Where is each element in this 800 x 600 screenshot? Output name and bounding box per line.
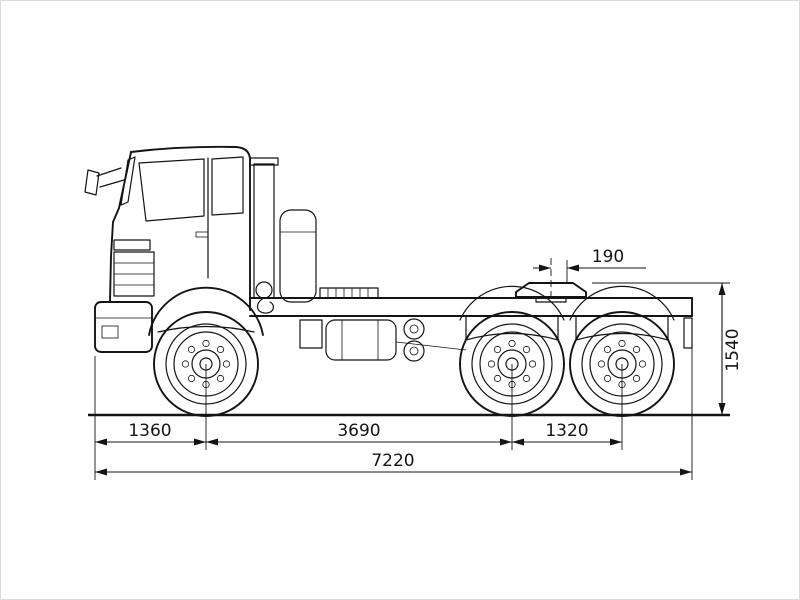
- headlight: [113, 239, 151, 251]
- arrowhead-left: [512, 438, 524, 446]
- arrowhead-left: [95, 468, 107, 476]
- door-window: [138, 158, 205, 222]
- truck-drawing: [84, 145, 730, 417]
- air-reservoir: [403, 340, 425, 362]
- rear-fender-1: [459, 285, 565, 321]
- cab: [84, 145, 264, 353]
- hook: [257, 297, 274, 314]
- arrowhead-inward-left: [567, 264, 579, 272]
- arrowhead-right: [500, 438, 512, 446]
- dim-wheelbase: 3690: [206, 421, 512, 446]
- rear-leaf-spring-2: [575, 332, 669, 341]
- front-bumper: [94, 301, 153, 353]
- dimension-annotations: 1360 3690 1320 7220: [94, 247, 743, 480]
- arrowhead-right: [680, 468, 692, 476]
- rear-side-window: [211, 156, 244, 216]
- air-reservoir-hub: [409, 324, 419, 334]
- stack-cap: [249, 157, 279, 166]
- dim-overall-length: 7220: [95, 451, 692, 476]
- rear-axle-spacing-label: 1320: [545, 421, 588, 441]
- mirror-arm-lower: [99, 179, 125, 188]
- fifth-wheel: [515, 258, 587, 303]
- air-reservoir: [403, 318, 425, 340]
- overall-length-label: 7220: [371, 451, 414, 471]
- fifth-wheel-plate: [515, 282, 587, 298]
- chassis-frame: [249, 297, 693, 362]
- cab-roof-and-rear: [130, 145, 251, 311]
- air-reservoir-hub: [409, 346, 419, 356]
- mirror-arm-upper: [96, 167, 122, 177]
- fog-lamp: [101, 325, 119, 339]
- dim-fifth-wheel-offset: 190: [533, 247, 646, 282]
- hook-block: [255, 281, 273, 299]
- rear-mudflap: [683, 317, 693, 349]
- arrowhead-right: [610, 438, 622, 446]
- suspension: [157, 285, 675, 341]
- behind-cab-equipment: [249, 157, 379, 314]
- front-overhang-label: 1360: [128, 421, 171, 441]
- dim-front-overhang: 1360: [95, 421, 206, 446]
- front-leaf-spring: [157, 325, 255, 333]
- catwalk-deck: [319, 287, 379, 299]
- windshield: [120, 156, 136, 206]
- arrowhead-left: [95, 438, 107, 446]
- rear-fender-2: [569, 285, 675, 321]
- cab-front-profile: [109, 151, 132, 303]
- fifth-wheel-offset-label: 190: [592, 247, 624, 267]
- driveline: [395, 341, 467, 351]
- door-handle: [195, 231, 209, 238]
- rear-leaf-spring-1: [465, 332, 559, 341]
- mirror-glass: [84, 169, 100, 196]
- toolbox: [299, 319, 323, 349]
- exhaust-stack: [253, 163, 275, 299]
- front-wheel-arch: [148, 286, 264, 336]
- arrowhead-left: [206, 438, 218, 446]
- arrowhead-right: [194, 438, 206, 446]
- arrowhead-down: [718, 403, 726, 415]
- fuel-tank: [325, 319, 397, 361]
- air-intake-tank: [279, 209, 317, 303]
- arrowhead-up: [718, 283, 726, 295]
- dim-rear-axle-spacing: 1320: [512, 421, 622, 446]
- dim-fifth-wheel-height: 1540: [592, 282, 743, 415]
- arrowhead-inward-right: [539, 264, 551, 272]
- fifth-wheel-height-label: 1540: [723, 328, 743, 371]
- wheelbase-label: 3690: [337, 421, 380, 441]
